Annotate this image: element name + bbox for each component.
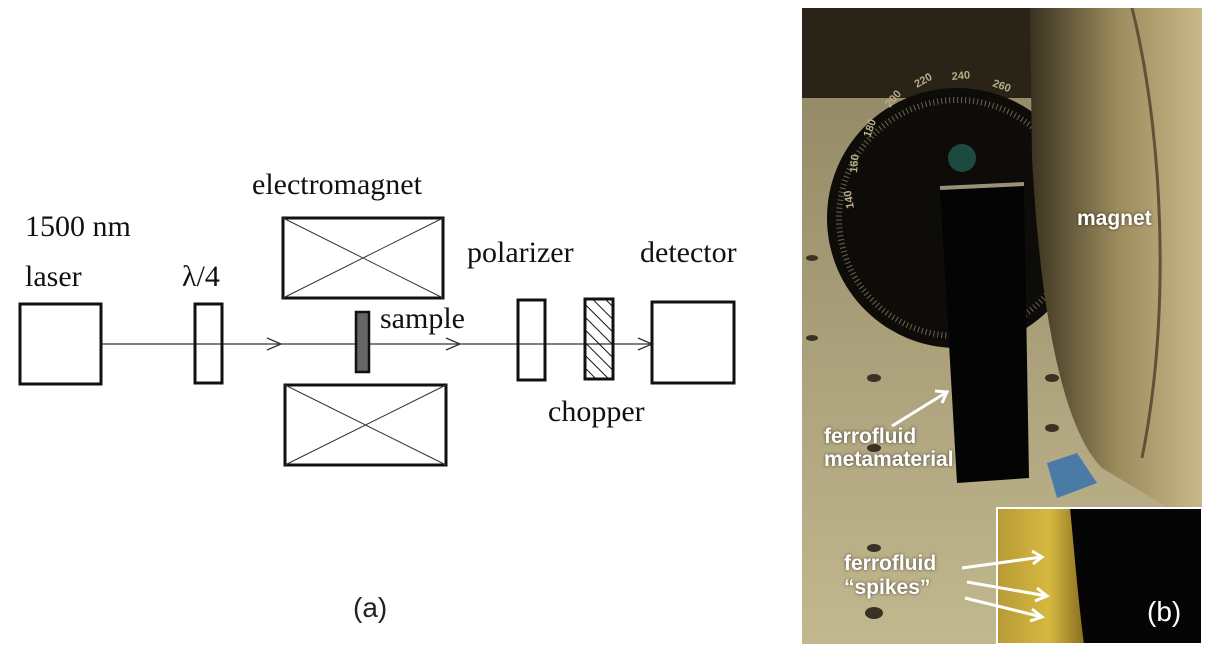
metamaterial-annotation-line2: metamaterial	[824, 448, 954, 471]
inset-ferrofluid-edge	[997, 508, 1084, 644]
sample-slab	[354, 310, 371, 374]
dial-number: 260	[991, 78, 1012, 96]
chopper-label: chopper	[548, 395, 645, 428]
arrow-spike-3	[964, 596, 1043, 619]
dial-center-lens	[948, 144, 976, 172]
cell-cap	[939, 182, 1025, 190]
magnet-body	[1030, 8, 1202, 528]
metamaterial-annotation-line1: ferrofluid	[824, 425, 917, 448]
panel-b-label: (b)	[1147, 596, 1182, 627]
magnet-annotation: magnet	[1077, 207, 1152, 230]
photo-illustration: 200 220 240 260 180 160 140	[802, 8, 1202, 644]
table-holes	[806, 254, 1059, 619]
arrow-spike-2	[966, 580, 1048, 598]
optical-setup-diagram	[18, 216, 736, 467]
dial-numbers: 200 220 240 260 180 160 140	[842, 69, 1012, 209]
beam-arrow-1	[266, 337, 283, 351]
electromagnet-bottom-cross-2	[284, 384, 447, 466]
panel-b-photo: 200 220 240 260 180 160 140	[802, 8, 1202, 644]
electromagnet-top-cross-2	[282, 217, 444, 299]
polarizer-label: polarizer	[467, 236, 574, 269]
laser-wavelength-label: 1500 nm	[25, 210, 131, 243]
electromagnet-label: electromagnet	[252, 168, 422, 201]
electromagnet-top	[281, 216, 445, 300]
sample-label: sample	[380, 302, 465, 335]
laser-label: laser	[25, 260, 82, 293]
inset-border	[996, 507, 1202, 644]
arrow-spike-1	[961, 555, 1043, 570]
arrowhead-spike-3	[1029, 607, 1046, 623]
dial-number: 180	[862, 118, 880, 139]
dial-number: 140	[842, 189, 857, 209]
magnet-edge	[1130, 8, 1162, 459]
dial-number: 160	[848, 154, 862, 173]
pole-piece	[1047, 453, 1097, 498]
spikes-annotation-line1: ferrofluid	[844, 552, 937, 575]
chopper-box	[583, 297, 615, 381]
waveplate-box	[193, 302, 224, 385]
arrowhead-spike-1	[1031, 549, 1045, 566]
panel-a-label: (a)	[353, 592, 388, 623]
ferrofluid-cell	[940, 184, 1029, 483]
detector-box	[650, 300, 736, 385]
dial-number: 240	[951, 69, 970, 83]
beam-arrow-2	[445, 337, 462, 351]
annotation-arrows	[891, 389, 1050, 623]
electromagnet-bottom	[283, 383, 448, 467]
arrowhead-spike-2	[1034, 586, 1050, 603]
laser-box	[18, 302, 103, 386]
spikes-annotation-line2: “spikes”	[844, 576, 931, 599]
arrow-metamaterial	[891, 390, 948, 428]
detector-label: detector	[640, 236, 737, 269]
arrowhead-metamaterial	[934, 389, 950, 404]
polarizer-box	[516, 298, 547, 382]
waveplate-label: λ/4	[182, 260, 220, 293]
